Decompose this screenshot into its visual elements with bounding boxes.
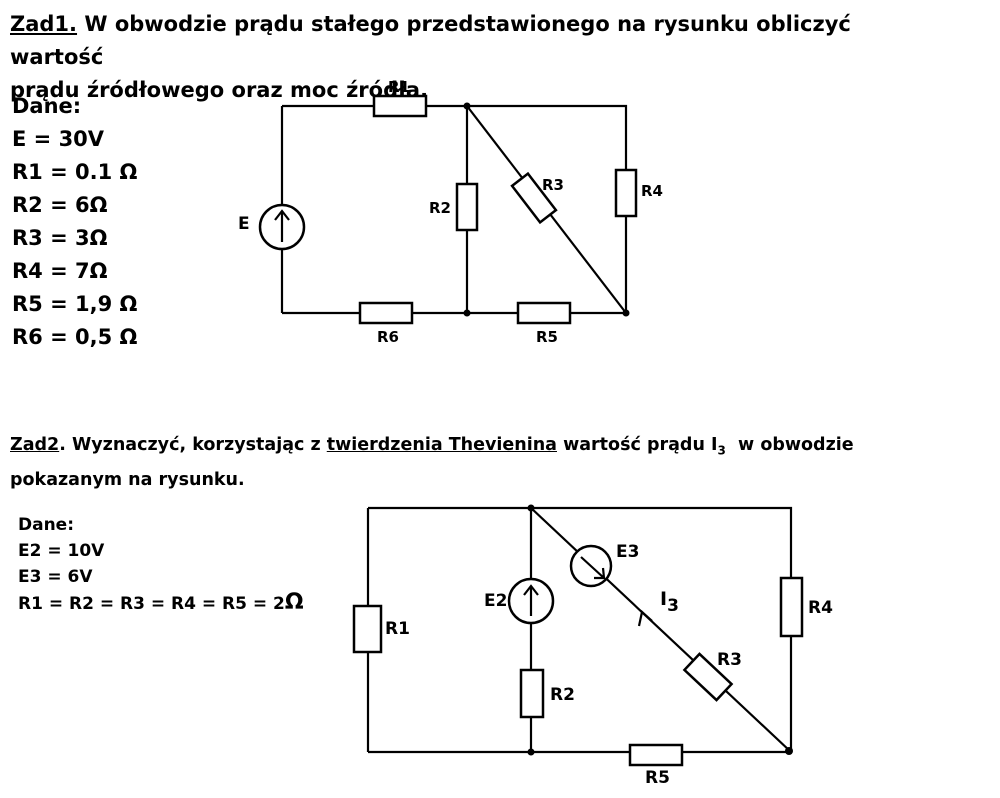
t2-resistor-r1: [352, 604, 383, 654]
task1-circuit-diagram: R1 R2 R3 R4 R5 R6 E: [238, 78, 663, 346]
t1-resistor-r5: [516, 301, 572, 325]
t2-resistor-r5: [628, 743, 684, 767]
task2-text-line2: pokazanym na rysunku.: [10, 469, 245, 490]
t1-wire-top: [282, 104, 628, 313]
t2-label-e3: E3: [616, 542, 639, 562]
task1-given-r1: R1 = 0.1 Ω: [12, 160, 138, 184]
t1-resistor-r1: [372, 94, 428, 118]
task1-text-line1: W obwodzie prądu stałego przedstawionego…: [10, 12, 851, 69]
task2-text-b: wartość prądu I: [556, 435, 718, 455]
t1-resistor-r4: [614, 168, 638, 218]
task1-statement: Zad1. W obwodzie prądu stałego przedstaw…: [10, 8, 910, 107]
t1-label-r3: R3: [542, 176, 564, 194]
t2-label-current-sub: 3: [667, 596, 679, 616]
task2-given-e2: E2 = 10V: [18, 541, 105, 561]
t1-label-r6: R6: [377, 328, 399, 346]
task2-text-c: w obwodzie: [725, 435, 854, 455]
t1-label-r4: R4: [641, 182, 663, 200]
up-arrow-icon: [274, 209, 290, 242]
task1-given-r4: R4 = 7Ω: [12, 259, 108, 283]
task2-text-sub: 3: [717, 443, 726, 458]
t2-label-r2: R2: [550, 685, 575, 705]
t2-resistor-r4: [779, 576, 804, 638]
current-arrow-icon: [637, 609, 653, 627]
task2-given-resistors: R1 = R2 = R3 = R4 = R5 = 2Ω: [18, 590, 304, 617]
task1-given-e: E = 30V: [12, 127, 105, 151]
up-arrow-icon: [523, 584, 539, 616]
task1-given-r3: R3 = 3Ω: [12, 226, 108, 250]
t2-node-top: [527, 504, 535, 512]
t2-label-e2: E2: [484, 591, 507, 611]
t2-resistor-r3: [682, 652, 734, 702]
task2-text-a: . Wyznaczyć, korzystając z: [59, 435, 327, 455]
task1-given-r2: R2 = 6Ω: [12, 193, 108, 217]
task2-theorem-name: twierdzenia Thevienina: [326, 435, 557, 455]
task2-given-resistors-unit: Ω: [284, 590, 304, 615]
t2-label-current-i: I: [660, 588, 667, 610]
t2-wire-diagonal: [530, 507, 792, 753]
t1-label-r5: R5: [536, 328, 558, 346]
t1-label-r1: R1: [388, 78, 410, 96]
task2-given-title: Dane:: [18, 515, 75, 535]
task1-text-line2: prądu źródłowego oraz moc źródła.: [10, 78, 429, 102]
task1-given-r6: R6 = 0,5 Ω: [12, 325, 138, 349]
t1-node-bottom-mid: [463, 309, 471, 317]
task2-given-e3: E3 = 6V: [18, 567, 93, 587]
t1-label-e: E: [238, 214, 250, 234]
task1-label: Zad1.: [10, 12, 78, 36]
t2-wire-top: [368, 506, 793, 752]
t1-label-r2: R2: [429, 199, 451, 217]
t2-label-r5: R5: [645, 768, 670, 788]
t1-resistor-r2: [455, 182, 479, 232]
task1-given-r5: R5 = 1,9 Ω: [12, 292, 138, 316]
t2-node-bottom-mid: [527, 748, 535, 756]
t2-label-r3: R3: [717, 650, 742, 670]
task2-label: Zad2: [10, 435, 60, 455]
task1-given-list: Dane: E = 30V R1 = 0.1 Ω R2 = 6Ω R3 = 3Ω…: [12, 90, 137, 354]
t2-node-bottom-right: [785, 747, 793, 755]
t2-label-current: I3: [660, 588, 679, 616]
task2-statement: Zad2. Wyznaczyć, korzystając z twierdzen…: [10, 431, 910, 495]
t2-label-r1: R1: [385, 619, 410, 639]
t1-node-bottom-right: [622, 309, 630, 317]
task2-given-resistors-text: R1 = R2 = R3 = R4 = R5 = 2: [18, 594, 285, 614]
t1-resistor-r6: [358, 301, 414, 325]
t2-label-r4: R4: [808, 598, 833, 618]
task2-given-list: Dane: E2 = 10V E3 = 6V R1 = R2 = R3 = R4…: [18, 512, 304, 617]
task1-given-title: Dane:: [12, 94, 82, 118]
diagonal-arrow-icon: [580, 556, 606, 580]
t1-node-top: [463, 102, 471, 110]
t2-resistor-r2: [519, 668, 545, 719]
t1-resistor-r3: [510, 171, 558, 225]
